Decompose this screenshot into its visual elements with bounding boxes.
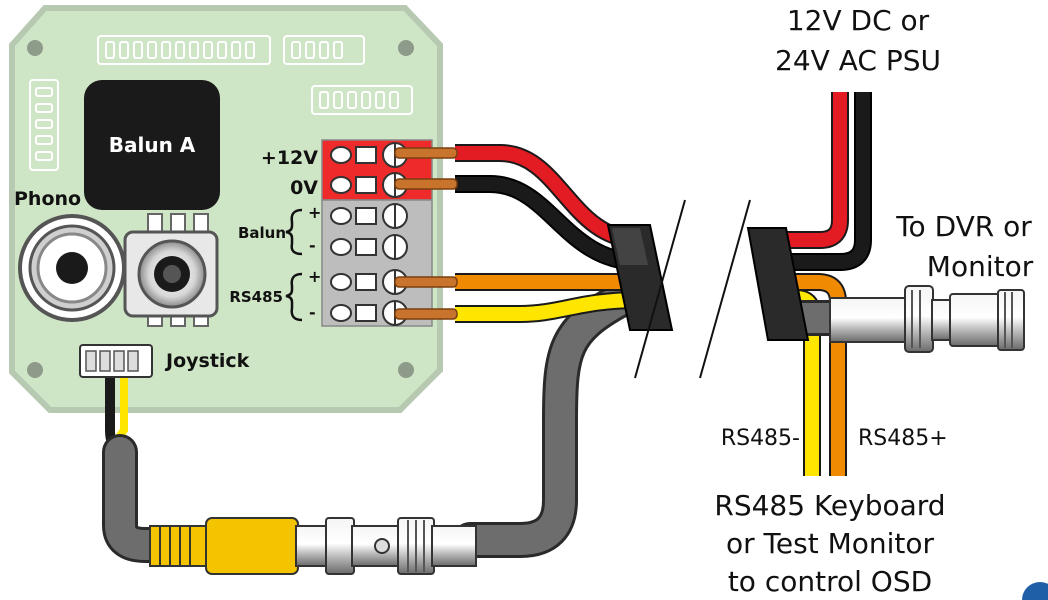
joystick-label: Joystick [164,350,250,372]
terminal-label-rs485: RS485 [229,288,283,306]
mount-hole [27,40,43,56]
bnc-adapter [325,517,477,575]
bnc-connector-dvr [829,285,1025,353]
balun-plus-sign: + [308,203,321,222]
header-connector [29,35,413,171]
corner-badge [1022,582,1048,600]
terminal-brace [285,208,303,322]
cable-break-line [699,199,751,379]
joystick-connector [79,344,153,378]
phono-jack [18,214,126,322]
cable-break-line [634,199,686,379]
rs485-plus-label: RS485+ [858,426,948,451]
balun-chip [84,80,220,210]
rs485-minus-sign: - [309,303,316,322]
mount-hole [398,362,414,378]
mount-hole [27,362,43,378]
wire-copper-end [394,147,458,320]
balun-minus-sign: - [309,236,316,255]
rca-plug [149,517,327,575]
terminal-label-12v: +12V [261,147,318,169]
mount-hole [398,40,414,56]
terminal-label-balun: Balun [238,224,286,242]
psu-label-line2: 24V AC PSU [775,44,941,77]
cable-sleeve [746,227,810,341]
keyboard-label-line3: to control OSD [728,565,932,598]
psu-red-wire [770,92,849,249]
pcb-board: Balun A Phono [9,5,443,413]
keyboard-label-line1: RS485 Keyboard [714,489,945,522]
black-wire [455,175,641,271]
keyboard-label-line2: or Test Monitor [726,527,935,560]
psu-label-line1: 12V DC or [787,4,930,37]
balun-chip-label: Balun A [109,133,196,157]
phono-label: Phono [14,188,81,210]
terminal-label-0v: 0V [290,177,318,199]
dvr-label-line1: To DVR or [895,210,1032,243]
joystick [123,213,219,327]
dvr-label-line2: Monitor [927,250,1034,283]
joystick-cable [105,437,180,560]
rs485-plus-sign: + [308,267,321,286]
terminal-block [321,139,433,327]
rs485-minus-label: RS485- [721,426,800,451]
